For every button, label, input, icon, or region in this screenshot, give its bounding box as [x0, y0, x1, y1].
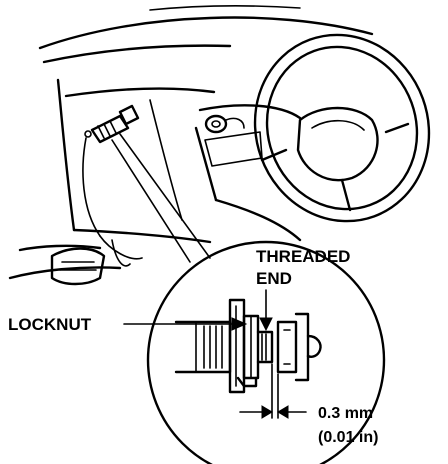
- locknut-icon: [236, 314, 260, 388]
- steering-wheel-icon: [253, 33, 431, 223]
- callout-leader: [111, 133, 211, 263]
- gap-imperial-label: (0.01 in): [318, 429, 378, 446]
- threaded-end-label-group: THREADED END: [256, 247, 350, 332]
- threaded-end-icon: [256, 330, 274, 364]
- pedal-icon: [50, 247, 106, 286]
- threaded-end-label-line1: THREADED: [256, 247, 350, 266]
- threaded-end-label-line2: END: [256, 269, 292, 288]
- dashboard-drawing: [8, 5, 374, 286]
- locknut-label: LOCKNUT: [8, 315, 92, 334]
- pedal-stop-pad-icon: [276, 312, 322, 382]
- brake-switch-icon: [84, 104, 140, 144]
- locknut-label-group: LOCKNUT: [8, 315, 248, 334]
- gap-measurement-group: 0.3 mm (0.01 in): [239, 405, 378, 446]
- switch-body: [174, 320, 232, 374]
- gap-metric-label: 0.3 mm: [318, 405, 373, 422]
- center-knob-icon: [204, 114, 245, 134]
- magnified-detail: [146, 240, 386, 464]
